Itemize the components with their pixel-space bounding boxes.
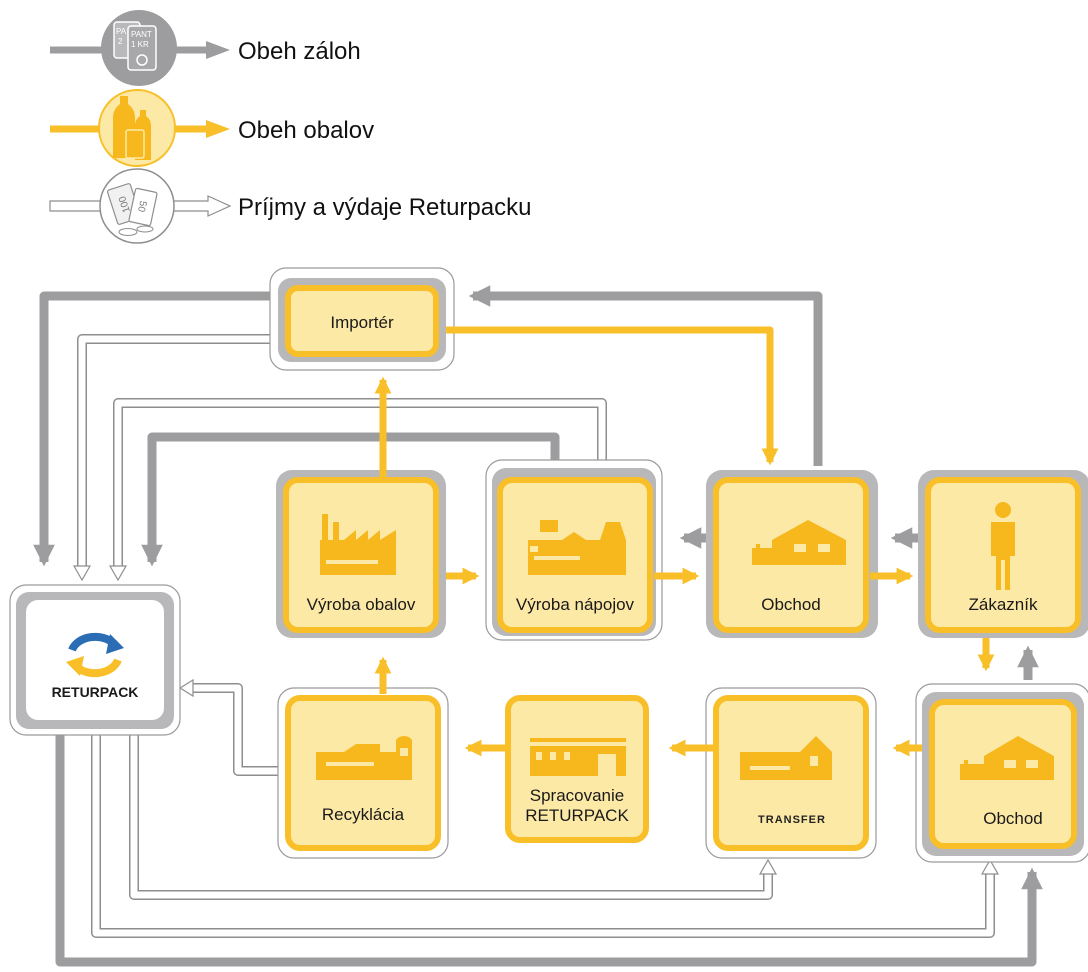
node-zakaznik: Zákazník — [925, 477, 1081, 633]
legend-label-money: Príjmy a výdaje Returpacku — [238, 194, 531, 221]
card-text: 1 KR — [131, 40, 149, 49]
node-label: Výroba nápojov — [516, 595, 635, 614]
money-icon: 100 50 — [99, 168, 175, 244]
node-spracovanie: Spracovanie RETURPACK — [505, 695, 649, 843]
node-label: Recyklácia — [322, 805, 405, 824]
node-transfer: TRANSFER — [713, 695, 869, 851]
person-icon — [991, 502, 1015, 590]
warehouse-icon — [740, 736, 832, 780]
node-label: Zákazník — [969, 595, 1038, 614]
store-icon — [960, 736, 1054, 780]
card-text: PANT — [131, 30, 152, 39]
node-label: TRANSFER — [758, 814, 826, 826]
note-text: 50 — [135, 200, 148, 214]
legend-label-packaging: Obeh obalov — [238, 117, 374, 144]
processing-plant-icon — [530, 738, 626, 776]
recycling-plant-icon — [316, 736, 412, 780]
node-label: Obchod — [761, 595, 821, 614]
factory-icon — [320, 514, 396, 575]
node-importer: Importér — [285, 285, 439, 357]
returpack-logo-text: RETURPACK — [52, 684, 139, 700]
node-vyroba-obalov: Výroba obalov — [283, 477, 439, 633]
note-text: 100 — [117, 194, 133, 214]
legend: PA 2 PANT 1 KR Obeh záloh Obeh obalov — [49, 10, 531, 244]
packaging-flows — [374, 326, 995, 757]
node-vyroba-napojov: Výroba nápojov — [497, 477, 653, 633]
node-returpack: RETURPACK — [26, 600, 164, 720]
legend-item-deposit: PA 2 PANT 1 KR Obeh záloh — [50, 10, 361, 86]
legend-label-deposit: Obeh záloh — [238, 38, 361, 65]
deposit-cards-icon: PA 2 PANT 1 KR — [101, 10, 177, 86]
node-label-line1: Spracovanie — [530, 786, 625, 805]
store-icon — [752, 520, 846, 565]
legend-item-packaging: Obeh obalov — [50, 89, 374, 167]
node-label: Obchod — [983, 809, 1043, 828]
legend-item-money: 100 50 Príjmy a výdaje Returpacku — [49, 168, 531, 244]
node-recyklacia: Recyklácia — [285, 695, 441, 851]
card-text: 2 — [118, 37, 123, 46]
deposit-flows — [33, 285, 1043, 967]
node-label: Importér — [330, 313, 394, 332]
recycle-arrows-icon — [66, 632, 124, 678]
node-obchod-top: Obchod — [713, 477, 869, 633]
node-label-line2: RETURPACK — [525, 806, 629, 825]
bottles-icon — [98, 89, 176, 167]
bottling-plant-icon — [528, 520, 626, 575]
card-text: PA — [116, 27, 127, 36]
node-obchod-bottom: Obchod — [929, 699, 1077, 849]
money-flows — [72, 334, 1000, 938]
node-label: Výroba obalov — [307, 595, 416, 614]
